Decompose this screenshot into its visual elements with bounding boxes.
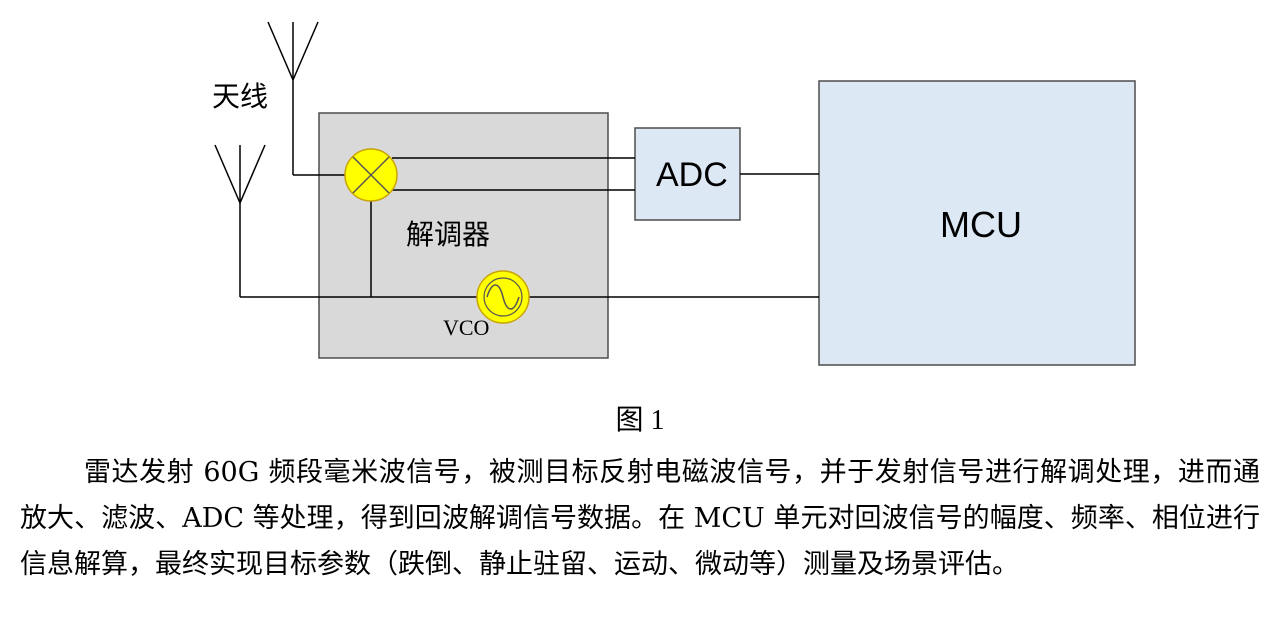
vco-oscillator-icon xyxy=(476,270,530,324)
adc-block xyxy=(634,127,741,221)
signal-wires xyxy=(240,157,819,298)
receive-antenna-icon xyxy=(267,21,319,175)
transmit-antenna-icon xyxy=(214,144,266,297)
description-paragraph: 雷达发射 60G 频段毫米波信号，被测目标反射电磁波信号，并于发射信号进行解调处… xyxy=(20,457,1260,580)
mcu-block xyxy=(818,80,1136,366)
radar-block-diagram: 天线 解调器 VCO ADC MCU xyxy=(212,21,1136,366)
figure-caption: 图 1 xyxy=(615,405,665,436)
mcu-label: MCU xyxy=(940,204,1022,245)
antenna-label: 天线 xyxy=(212,81,269,112)
demodulator-label: 解调器 xyxy=(406,219,491,250)
mixer-icon xyxy=(344,148,398,202)
adc-label: ADC xyxy=(656,156,728,194)
vco-label: VCO xyxy=(443,315,490,340)
diagram-canvas xyxy=(214,21,1136,366)
